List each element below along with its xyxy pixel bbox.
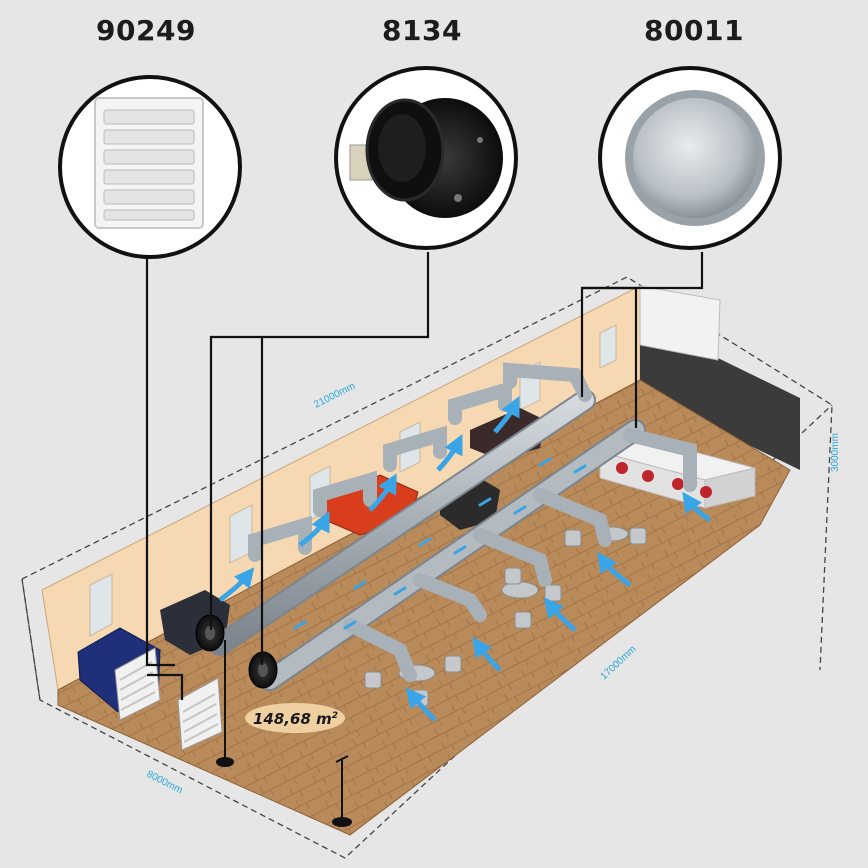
inline-fans — [195, 614, 278, 689]
callout-grille — [58, 75, 242, 259]
floor — [57, 379, 791, 836]
product-code-grille: 90249 — [96, 14, 196, 47]
dimension-length: 21000mm — [312, 381, 357, 411]
callout-lines — [145, 252, 704, 700]
bar-counter — [599, 439, 756, 509]
product-code-fan: 8134 — [382, 14, 462, 47]
callout-fan — [334, 66, 518, 250]
callout-end-cap — [598, 66, 782, 250]
product-code-end-cap: 80011 — [644, 14, 744, 47]
dimension-depth: 17000mm — [599, 644, 639, 682]
area-value: 148,68 m — [253, 710, 332, 728]
side-room — [639, 285, 721, 361]
svg-text:148,68 m2: 148,68 m2 — [253, 710, 338, 728]
duct-system — [209, 362, 697, 691]
area-badge: 148,68 m2 — [245, 703, 345, 733]
stands — [216, 640, 352, 827]
airflow-arrows — [218, 396, 712, 722]
dimension-box — [21, 276, 833, 859]
dimension-width: 8000mm — [145, 769, 185, 796]
kitchen-wall — [640, 320, 800, 470]
area-unit-superscript: 2 — [332, 711, 338, 721]
dimension-height: 3000mm — [830, 433, 841, 472]
